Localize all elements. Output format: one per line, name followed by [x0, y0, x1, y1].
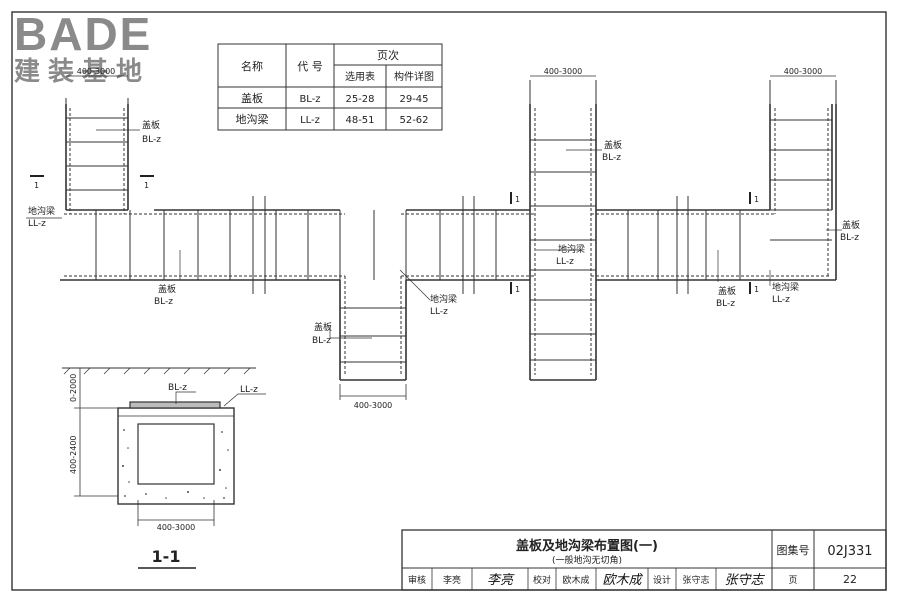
code-beam-left: LL-z — [28, 219, 46, 229]
page-label: 页 — [788, 575, 797, 586]
dim-right-branch: 400-3000 — [784, 67, 823, 76]
check-name: 欧木成 — [562, 574, 589, 586]
section-mark-right-bottom: 1 — [754, 285, 759, 294]
review-signature: 李亮 — [487, 573, 515, 588]
check-label: 校对 — [533, 574, 551, 586]
section-cover-code: BL-z — [168, 383, 187, 393]
dim-lower-branch: 400-3000 — [354, 401, 393, 410]
code-cover-right-main: BL-z — [716, 299, 735, 309]
table-header-selection: 选用表 — [345, 70, 375, 83]
table-header-pages: 页次 — [377, 48, 399, 62]
table-row-2-name: 地沟梁 — [236, 112, 269, 126]
label-beam-lower: 地沟梁 — [430, 293, 457, 305]
logo-brand: BADE — [14, 8, 152, 60]
section-mark-center-top: 1 — [515, 195, 520, 204]
plan-leaders — [26, 129, 842, 339]
section-dim-width: 400-3000 — [157, 523, 196, 532]
table-header-code: 代 号 — [297, 60, 323, 73]
dim-center-branch: 400-3000 — [544, 67, 583, 76]
code-beam-lower: LL-z — [430, 307, 448, 317]
table-row-1-detail: 29-45 — [399, 94, 428, 105]
design-label: 设计 — [653, 574, 671, 586]
table-row-2-detail: 52-62 — [399, 115, 428, 126]
label-cover-right: 盖板 — [842, 219, 860, 231]
page-number: 22 — [843, 573, 857, 586]
section-mark-left-2: 1 — [144, 181, 149, 190]
section-1-1-drawing — [62, 367, 266, 526]
atlas-label: 图集号 — [777, 543, 810, 557]
label-cover-center: 盖板 — [604, 139, 622, 151]
label-beam-center: 地沟梁 — [558, 243, 585, 255]
table-header-detail: 构件详图 — [394, 70, 434, 83]
review-label: 审核 — [408, 574, 426, 586]
bade-logo: BADE 建装基地 — [14, 8, 152, 87]
label-beam-right: 地沟梁 — [772, 281, 799, 293]
logo-tagline: 建装基地 — [14, 57, 150, 87]
table-header-name: 名称 — [241, 59, 263, 73]
drawing-title: 盖板及地沟梁布置图(一) — [516, 538, 658, 554]
code-cover-lower: BL-z — [312, 336, 331, 346]
code-cover-right: BL-z — [840, 233, 859, 243]
section-beam-code: LL-z — [240, 385, 258, 395]
section-mark-center-bottom: 1 — [515, 285, 520, 294]
label-beam-left: 地沟梁 — [28, 205, 55, 217]
code-beam-right: LL-z — [772, 295, 790, 305]
label-cover-right-main: 盖板 — [718, 285, 736, 297]
check-signature: 欧木成 — [602, 573, 643, 588]
table-row-2-code: LL-z — [300, 115, 320, 126]
section-mark-left: 1 — [34, 181, 39, 190]
section-mark-right-top: 1 — [754, 195, 759, 204]
review-name: 李亮 — [443, 574, 461, 586]
section-title: 1-1 — [152, 547, 181, 566]
table-row-1-selection: 25-28 — [345, 94, 374, 105]
label-cover-left: 盖板 — [142, 119, 160, 131]
section-cut-marks — [30, 175, 751, 294]
table-row-2-selection: 48-51 — [345, 115, 374, 126]
section-dim-top: 0-2000 — [69, 374, 78, 402]
atlas-number: 02J331 — [827, 544, 872, 559]
design-name: 张守志 — [682, 574, 709, 586]
label-cover-main: 盖板 — [158, 283, 176, 295]
table-row-1-code: BL-z — [299, 94, 320, 105]
title-block — [401, 529, 887, 591]
code-cover-main: BL-z — [154, 297, 173, 307]
section-dim-height: 400-2400 — [69, 435, 78, 474]
label-cover-lower: 盖板 — [314, 321, 332, 333]
trench-plan — [60, 75, 837, 400]
code-cover-center: BL-z — [602, 153, 621, 163]
code-beam-center: LL-z — [556, 257, 574, 267]
dim-left-branch: 400-3000 — [77, 67, 116, 76]
table-row-1-name: 盖板 — [241, 91, 263, 105]
design-signature: 张守志 — [724, 573, 765, 588]
reference-table — [217, 43, 443, 131]
drawing-subtitle: (一般地沟无切角) — [552, 554, 622, 566]
code-cover-left: BL-z — [142, 135, 161, 145]
